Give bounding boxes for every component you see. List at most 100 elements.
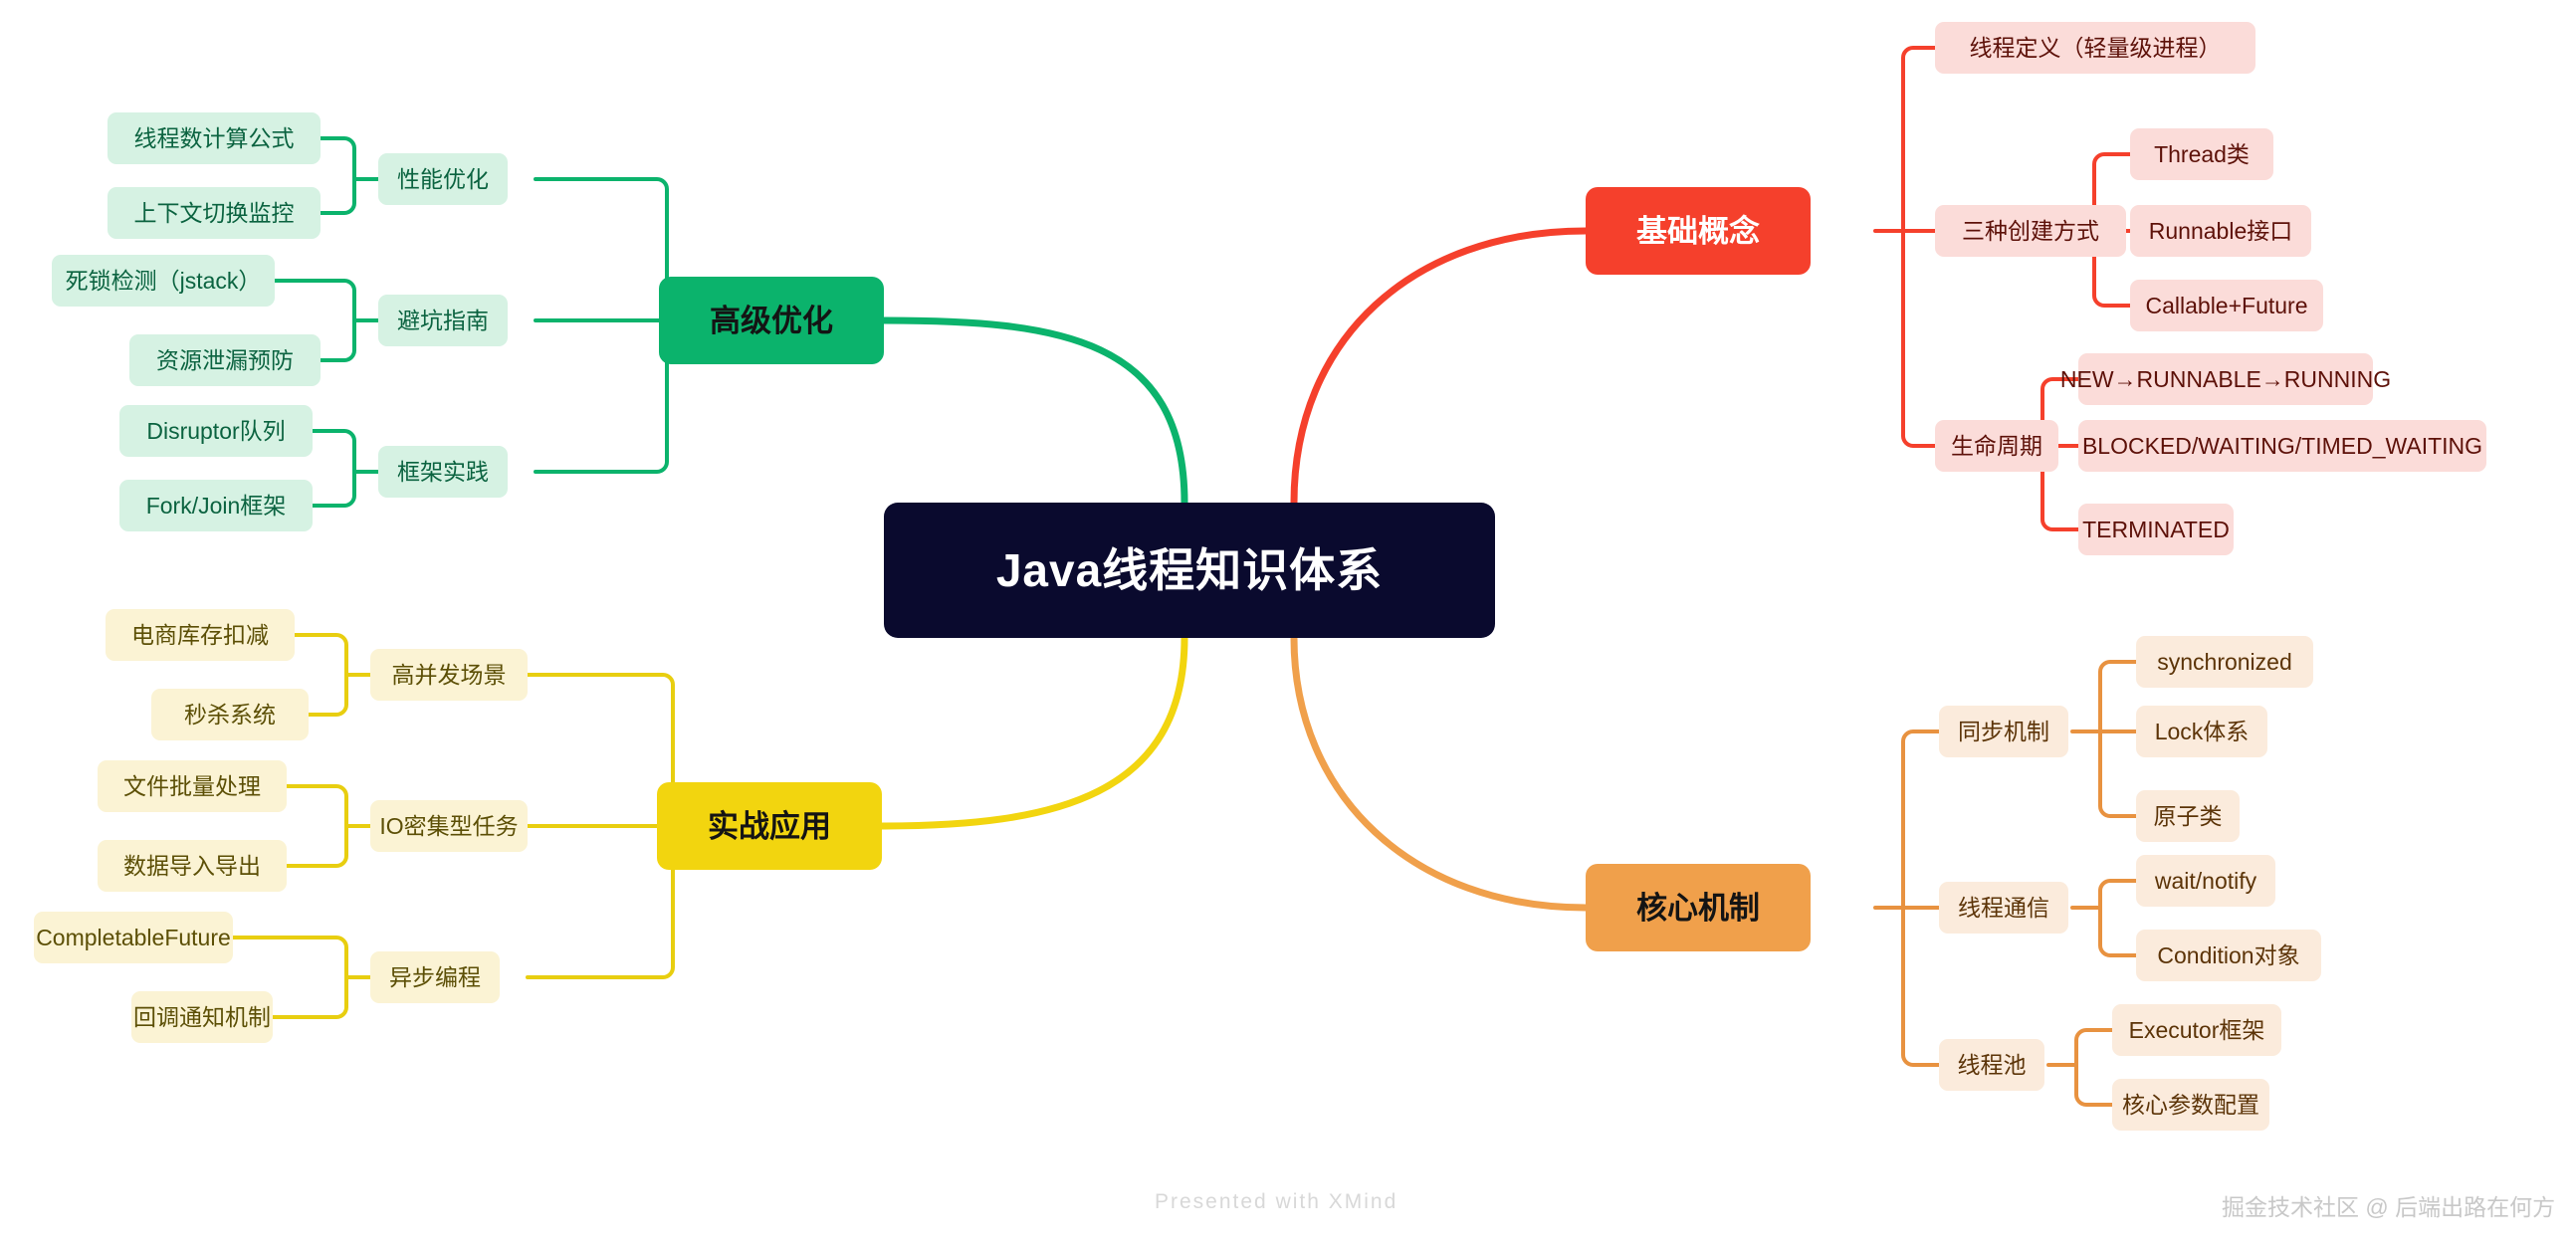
leaf-label: CompletableFuture (36, 924, 231, 950)
leaf-label: Disruptor队列 (146, 417, 286, 444)
branch-label-advanced: 高级优化 (710, 303, 833, 338)
connector-practice-to-sub2 (526, 824, 675, 979)
leaf-label: BLOCKED/WAITING/TIMED_WAITING (2081, 432, 2483, 459)
sub-node-advanced-1[interactable]: 避坑指南 (378, 295, 508, 346)
leaf-label: Condition对象 (2157, 941, 2300, 968)
leaf-node-advanced-1-0[interactable]: 死锁检测（jstack） (52, 255, 275, 307)
connector-core-to-sub2 (1901, 906, 1941, 1067)
leaf-node-practice-1-1[interactable]: 数据导入导出 (98, 840, 287, 892)
leaf-node-core-2-0[interactable]: Executor框架 (2112, 1004, 2281, 1056)
sub-label: 框架实践 (397, 458, 489, 485)
sub-node-practice-0[interactable]: 高并发场景 (370, 649, 528, 701)
connector-practice-to-sub0 (526, 673, 675, 828)
connector-practice-sub0-leaf1 (307, 673, 348, 717)
connector-advanced-sub2-leaf0 (311, 429, 356, 474)
branch-node-core[interactable]: 核心机制 (1586, 864, 1811, 951)
connector-advanced-sub0-leaf1 (319, 177, 356, 215)
leaf-label: 原子类 (2153, 802, 2223, 829)
leaf-label: Executor框架 (2128, 1016, 2265, 1043)
leaf-label: 文件批量处理 (123, 772, 261, 799)
leaf-node-advanced-0-0[interactable]: 线程数计算公式 (107, 112, 321, 164)
root-label: Java线程知识体系 (995, 544, 1384, 596)
connector-practice-sub1-leaf0 (285, 784, 348, 828)
leaf-label: synchronized (2157, 648, 2292, 675)
branch-node-basic[interactable]: 基础概念 (1586, 187, 1811, 275)
sub-label: 三种创建方式 (1962, 217, 2099, 244)
leaf-label: 核心参数配置 (2122, 1091, 2259, 1118)
leaf-node-core-0-0[interactable]: synchronized (2136, 636, 2313, 688)
connector-basic-to-sub2 (1901, 229, 1937, 448)
leaf-label: 上下文切换监控 (133, 199, 295, 226)
leaf-node-basic-1-2[interactable]: Callable+Future (2130, 280, 2323, 331)
sub-label: IO密集型任务 (379, 812, 519, 839)
connector-basic-to-sub0 (1901, 46, 1937, 233)
leaf-label: Runnable接口 (2148, 217, 2293, 244)
sub-label: 异步编程 (389, 963, 481, 990)
connector-core-sub1-leaf0 (2098, 879, 2138, 910)
leaf-node-advanced-2-1[interactable]: Fork/Join框架 (119, 480, 313, 531)
sub-node-advanced-0[interactable]: 性能优化 (378, 153, 508, 205)
leaf-label: NEW→RUNNABLE→RUNNING (2059, 365, 2392, 392)
leaf-label: 秒杀系统 (184, 701, 276, 728)
leaf-label: TERMINATED (2082, 516, 2230, 542)
leaf-node-practice-2-0[interactable]: CompletableFuture (34, 912, 233, 963)
leaf-node-core-1-1[interactable]: Condition对象 (2136, 930, 2321, 981)
connector-core-to-sub0 (1901, 729, 1941, 910)
sub-node-basic-0[interactable]: 线程定义（轻量级进程） (1935, 22, 2255, 74)
connector-advanced-to-sub0 (534, 177, 669, 322)
connector-root-to-advanced (880, 316, 1188, 507)
sub-node-core-1[interactable]: 线程通信 (1939, 882, 2068, 934)
connector-core-sub2-leaf0 (2074, 1028, 2114, 1067)
leaf-label: Lock体系 (2154, 718, 2250, 744)
branch-node-advanced[interactable]: 高级优化 (659, 277, 884, 364)
leaf-label: 数据导入导出 (123, 852, 261, 879)
leaf-node-basic-1-0[interactable]: Thread类 (2130, 128, 2273, 180)
sub-node-core-0[interactable]: 同步机制 (1939, 706, 2068, 757)
leaf-node-core-0-2[interactable]: 原子类 (2136, 790, 2240, 842)
branch-label-basic: 基础概念 (1636, 213, 1760, 249)
connector-advanced-sub1-leaf0 (273, 279, 356, 322)
connector-practice-sub1-leaf1 (285, 824, 348, 868)
author-credit: 掘金技术社区 @ 后端出路在何方 (2222, 1194, 2556, 1220)
leaf-label: Fork/Join框架 (145, 492, 287, 519)
leaf-node-advanced-1-1[interactable]: 资源泄漏预防 (129, 334, 321, 386)
leaf-node-practice-0-0[interactable]: 电商库存扣减 (106, 609, 295, 661)
sub-node-basic-2[interactable]: 生命周期 (1935, 420, 2058, 472)
connector-advanced-sub2-leaf1 (311, 470, 356, 508)
leaf-node-practice-2-1[interactable]: 回调通知机制 (131, 991, 273, 1043)
connector-advanced-to-sub2 (534, 318, 669, 474)
leaf-node-advanced-2-0[interactable]: Disruptor队列 (119, 405, 313, 457)
branch-label-core: 核心机制 (1636, 890, 1760, 926)
connector-root-to-core (1290, 634, 1590, 912)
sub-node-core-2[interactable]: 线程池 (1939, 1039, 2044, 1091)
leaf-node-advanced-0-1[interactable]: 上下文切换监控 (107, 187, 321, 239)
sub-label: 线程定义（轻量级进程） (1969, 34, 2222, 61)
sub-label: 线程通信 (1958, 894, 2049, 921)
leaf-node-basic-2-0[interactable]: NEW→RUNNABLE→RUNNING (2060, 353, 2391, 405)
leaf-node-basic-2-1[interactable]: BLOCKED/WAITING/TIMED_WAITING (2078, 420, 2486, 472)
sub-label: 线程池 (1957, 1051, 2027, 1078)
connector-practice-sub2-leaf0 (231, 936, 348, 979)
sub-node-advanced-2[interactable]: 框架实践 (378, 446, 508, 498)
sub-node-practice-2[interactable]: 异步编程 (370, 951, 500, 1003)
branch-label-practice: 实战应用 (708, 808, 831, 844)
sub-node-basic-1[interactable]: 三种创建方式 (1935, 205, 2126, 257)
sub-label: 避坑指南 (397, 307, 489, 333)
connector-core-sub1-leaf1 (2098, 906, 2138, 957)
leaf-node-basic-2-2[interactable]: TERMINATED (2078, 504, 2234, 555)
leaf-node-core-1-0[interactable]: wait/notify (2136, 855, 2275, 907)
leaf-node-practice-0-1[interactable]: 秒杀系统 (151, 689, 309, 740)
sub-label: 生命周期 (1951, 432, 2042, 459)
leaf-label: Callable+Future (2145, 292, 2308, 318)
leaf-node-core-0-1[interactable]: Lock体系 (2136, 706, 2267, 757)
sub-node-practice-1[interactable]: IO密集型任务 (370, 800, 528, 852)
leaf-node-practice-1-0[interactable]: 文件批量处理 (98, 760, 287, 812)
leaf-label: 回调通知机制 (133, 1003, 271, 1030)
leaf-node-basic-1-1[interactable]: Runnable接口 (2130, 205, 2311, 257)
leaf-label: Thread类 (2154, 140, 2250, 167)
leaf-node-core-2-1[interactable]: 核心参数配置 (2112, 1079, 2269, 1131)
leaf-label: 电商库存扣减 (131, 621, 269, 648)
root-node[interactable]: Java线程知识体系 (884, 503, 1495, 638)
branch-node-practice[interactable]: 实战应用 (657, 782, 882, 870)
